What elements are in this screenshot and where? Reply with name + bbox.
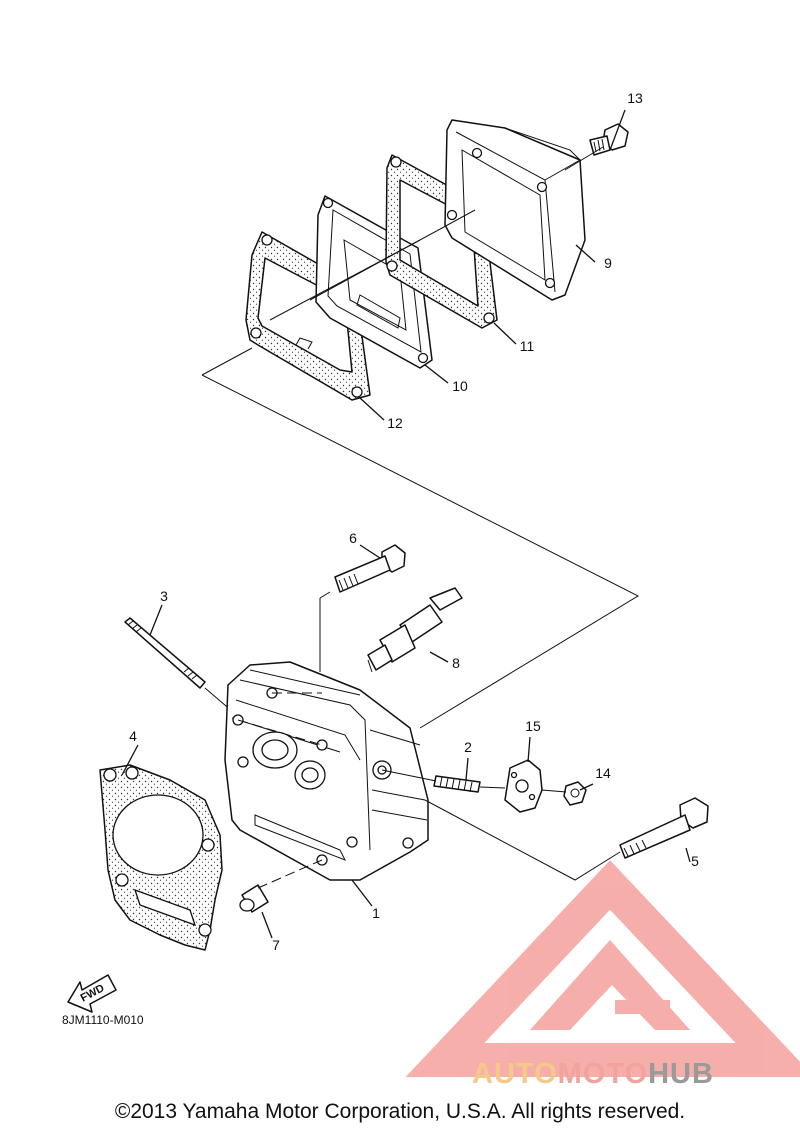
callout-13: 13 xyxy=(627,90,643,106)
copyright-notice: ©2013 Yamaha Motor Corporation, U.S.A. A… xyxy=(114,1100,686,1123)
callout-11: 11 xyxy=(520,338,535,354)
stud-part-2 xyxy=(433,775,481,793)
gasket-part-12 xyxy=(245,231,371,401)
callout-7: 7 xyxy=(272,937,280,953)
callout-8: 8 xyxy=(452,655,460,671)
callout-15: 15 xyxy=(525,718,541,734)
diagram-code: 8JM1110-M010 xyxy=(62,1013,144,1027)
callout-14: 14 xyxy=(595,765,611,781)
leader-lines xyxy=(121,109,691,939)
cylinder-head-part-1 xyxy=(224,661,429,881)
callout-2: 2 xyxy=(464,739,472,755)
forward-arrow-icon: FWD xyxy=(67,974,117,1013)
callout-12: 12 xyxy=(387,415,403,431)
callout-5: 5 xyxy=(691,853,699,869)
watermark-moto: MOTO xyxy=(557,1058,649,1090)
callout-9: 9 xyxy=(604,255,612,271)
callout-4: 4 xyxy=(129,728,137,744)
watermark-hub: HUB xyxy=(648,1058,714,1090)
callout-6: 6 xyxy=(349,530,357,546)
watermark-logo-icon xyxy=(405,860,800,1077)
bolt-part-6 xyxy=(334,544,406,593)
watermark-text: AUTOMOTOHUB xyxy=(472,1058,714,1091)
watermark-auto: AUTO xyxy=(472,1058,558,1090)
stud-bolt-part-3 xyxy=(124,617,241,719)
callout-3: 3 xyxy=(160,588,168,604)
bolt-part-13 xyxy=(589,123,629,156)
spark-plug-part-8 xyxy=(367,587,463,673)
callout-1: 1 xyxy=(372,905,380,921)
nut-part-14 xyxy=(563,781,587,806)
dowel-pin-part-7 xyxy=(239,884,269,913)
flange-part-15 xyxy=(504,759,543,813)
head-cover-part-9 xyxy=(444,119,586,301)
callout-10: 10 xyxy=(452,378,468,394)
bolt-part-5 xyxy=(619,797,709,859)
head-gasket-part-4 xyxy=(99,764,223,951)
